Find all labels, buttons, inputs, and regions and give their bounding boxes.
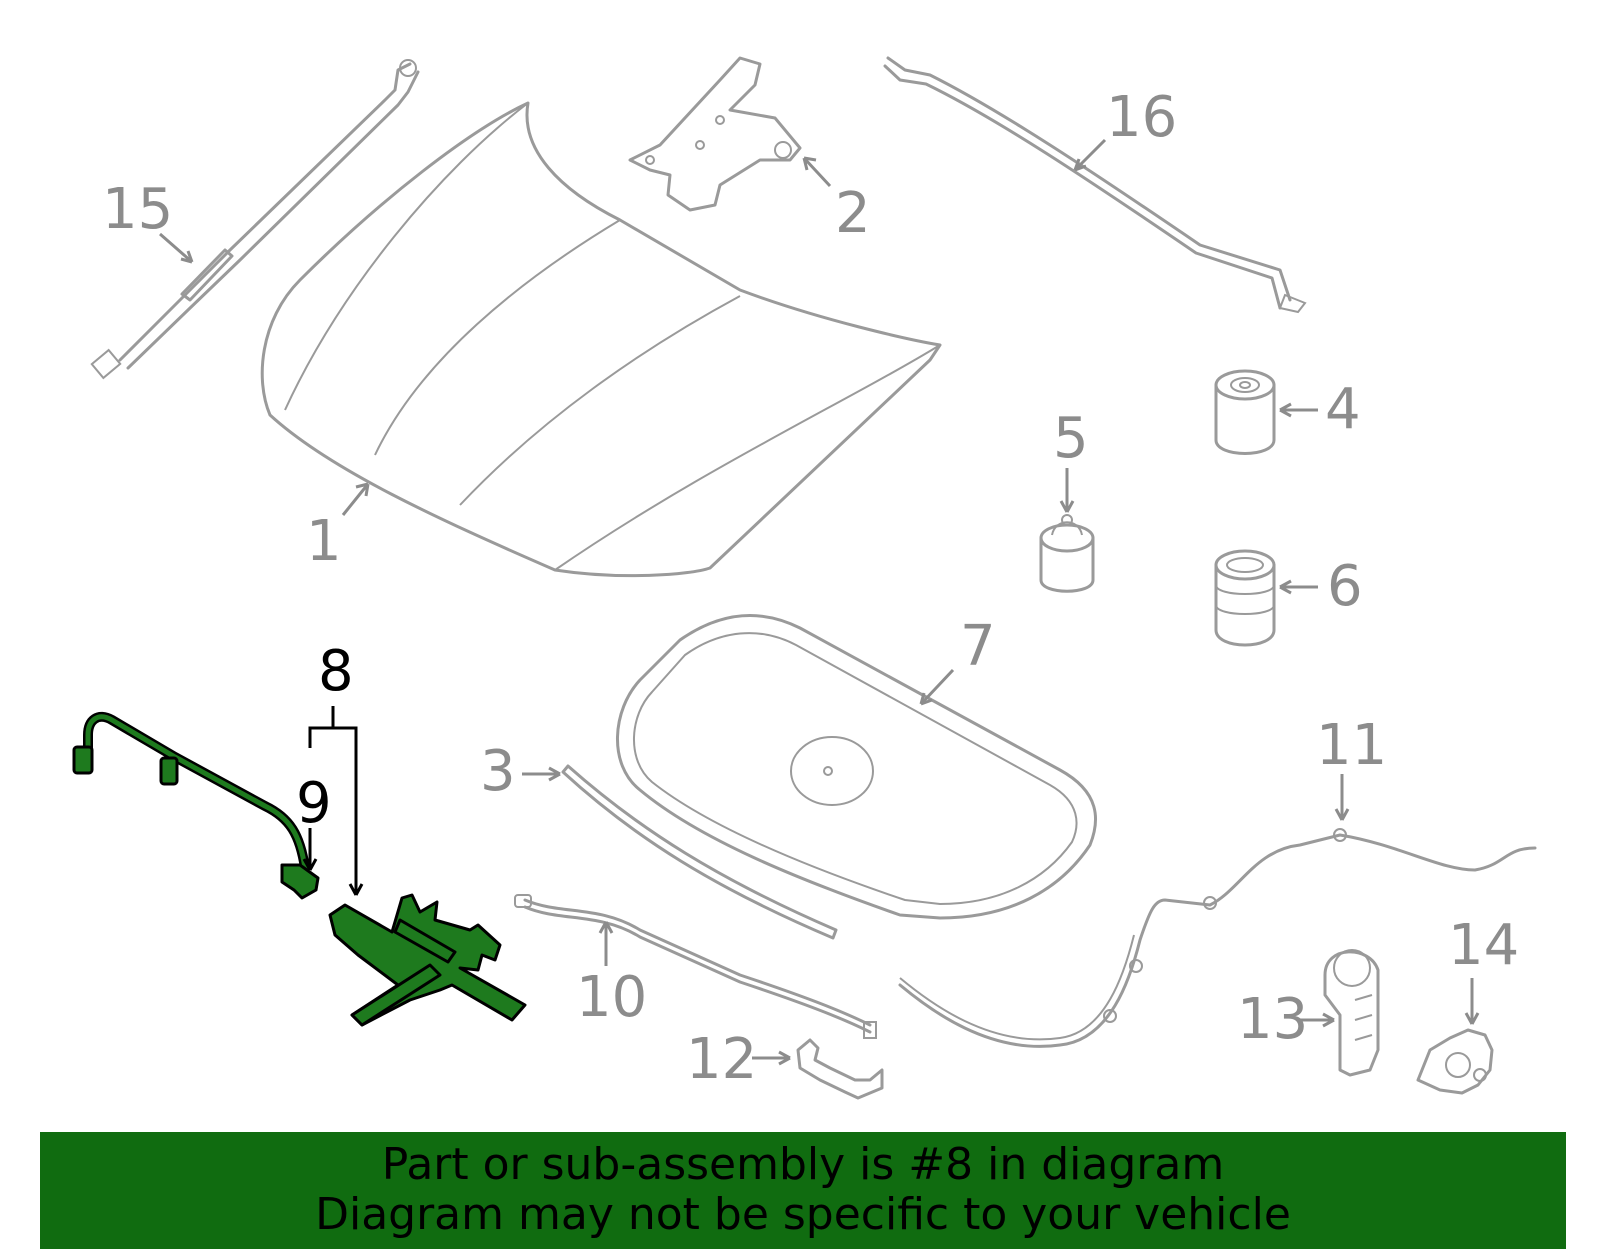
callout-7: 7 [960,614,996,679]
callout-11: 11 [1316,713,1387,778]
support-rod-part[interactable] [514,894,877,1039]
hood-weatherstrip-part[interactable] [883,56,1307,314]
bumper-part-6[interactable] [1214,549,1276,647]
callout-12: 12 [686,1027,757,1092]
hood-insulator-part[interactable] [616,614,1097,920]
cable-bracket-part[interactable] [796,1038,884,1100]
leader-2 [802,156,832,188]
leader-5 [1059,468,1075,513]
leader-13 [1300,1012,1335,1028]
leader-6 [1279,579,1318,595]
leader-12 [752,1050,791,1066]
leader-4 [1279,402,1318,418]
callout-9: 9 [296,771,332,836]
leader-9 [302,828,318,871]
leader-7 [919,668,955,706]
latch-actuator-part[interactable] [1416,1028,1494,1095]
release-rod-part[interactable] [72,711,320,900]
hood-latch-part[interactable] [328,893,527,1027]
callout-10: 10 [576,965,647,1030]
hood-hinge-part[interactable] [628,56,802,212]
callout-4: 4 [1325,377,1361,442]
release-cable-part[interactable] [898,828,1537,1048]
leader-15 [159,232,194,264]
banner-line-2: Diagram may not be specific to your vehi… [315,1189,1291,1240]
callout-15: 15 [102,177,173,242]
leader-10 [598,921,614,966]
callout-14: 14 [1448,913,1519,978]
callout-16: 16 [1106,85,1177,150]
bumper-part-4[interactable] [1214,369,1276,455]
leader-8 [308,706,364,896]
release-handle-part[interactable] [1323,949,1380,1077]
leader-16 [1073,138,1107,172]
leader-3 [522,766,561,782]
bumper-part-5[interactable] [1039,514,1095,593]
info-banner: Part or sub-assembly is #8 in diagram Di… [40,1132,1566,1249]
callout-6: 6 [1327,554,1363,619]
callout-8: 8 [318,639,354,704]
hood-seal-part[interactable] [561,764,838,940]
banner-line-1: Part or sub-assembly is #8 in diagram [381,1139,1225,1190]
callout-13: 13 [1237,987,1308,1052]
hood-part[interactable] [260,101,942,578]
leader-14 [1464,978,1480,1025]
leader-11 [1334,774,1350,821]
callout-2: 2 [835,181,871,246]
leader-1 [341,482,370,516]
callout-1: 1 [306,509,342,574]
callout-3: 3 [480,739,516,804]
gas-strut-part[interactable] [90,59,420,380]
callout-5: 5 [1053,406,1089,471]
